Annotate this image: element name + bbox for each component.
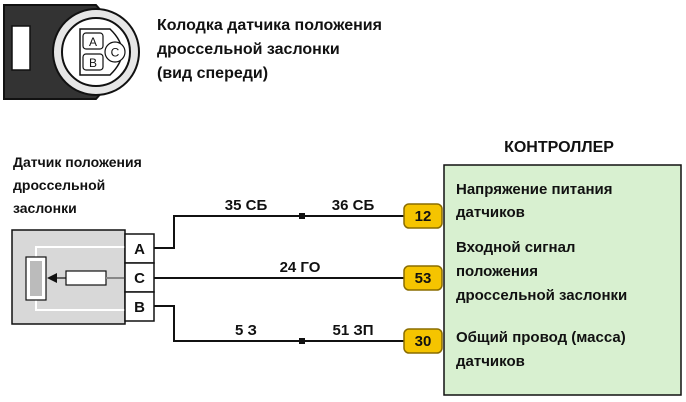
sensor-pin-a-label: A (134, 241, 145, 258)
sensor-title-line-3: заслонки (13, 200, 77, 216)
controller-entry-supply-line-2: датчиков (456, 204, 525, 221)
connector-pin-c (104, 41, 126, 63)
connector-pin-a (82, 32, 104, 50)
wire-a-junction (299, 213, 305, 219)
wire-b-label-left: 5 З (235, 322, 257, 339)
terminal-12: 12 (403, 203, 443, 229)
wire-a: 35 СБ 36 СБ (154, 197, 409, 249)
wiper-resistor (65, 270, 107, 286)
terminal-12-label: 12 (415, 208, 432, 225)
connector-caption-line-2: дроссельной заслонки (157, 41, 340, 58)
connector-caption-line-3: (вид спереди) (157, 65, 268, 82)
terminal-53-badge (403, 265, 443, 291)
sensor-title-line-1: Датчик положения (13, 154, 142, 170)
connector-pin-b (82, 53, 104, 71)
wiper-arrow-icon (47, 273, 57, 283)
connector-pin-a-label: A (89, 35, 97, 49)
controller-entry-supply-line-1: Напряжение питания (456, 181, 613, 198)
controller-title: КОНТРОЛЛЕР (504, 139, 614, 156)
controller-box (443, 164, 682, 396)
sensor-body: A C B (11, 229, 155, 325)
connector-latch (11, 25, 31, 71)
wire-b: 5 З 51 ЗП (154, 305, 409, 344)
connector-front-view: A B C (3, 4, 140, 100)
controller-entry-signal-line-2: положения (456, 263, 538, 280)
connector-caption-line-1: Колодка датчика положения (157, 17, 382, 34)
wire-a-label-left: 35 СБ (225, 197, 268, 214)
sensor-pin-b-label: B (134, 299, 145, 316)
controller-entry-signal: Входной сигнал положения дроссельной зас… (456, 239, 627, 304)
sensor-pin-c-label: C (134, 270, 145, 287)
sensor-title-line-2: дроссельной (13, 177, 105, 193)
wire-b-line (154, 305, 409, 342)
terminal-30-label: 30 (415, 333, 432, 350)
connector-pin-c-label: C (111, 46, 120, 60)
wire-b-label-right: 51 ЗП (332, 322, 373, 339)
controller-entry-ground-line-2: датчиков (456, 353, 525, 370)
connector-pin-b-label: B (89, 56, 97, 70)
wire-a-line (154, 215, 409, 249)
controller-entry-ground: Общий провод (масса) датчиков (456, 329, 626, 370)
terminal-30-badge (403, 328, 443, 354)
wire-a-label-right: 36 СБ (332, 197, 375, 214)
terminal-53-label: 53 (415, 270, 432, 287)
controller-entry-signal-line-1: Входной сигнал (456, 239, 575, 256)
terminal-30: 30 (403, 328, 443, 354)
wire-b-junction (299, 338, 305, 344)
sensor-pin-a (124, 233, 155, 264)
controller-entry-signal-line-3: дроссельной заслонки (456, 287, 627, 304)
controller-entry-supply: Напряжение питания датчиков (456, 181, 613, 221)
sensor-title: Датчик положения дроссельной заслонки (13, 154, 142, 216)
controller-entry-ground-line-1: Общий провод (масса) (456, 329, 626, 346)
wire-c-label: 24 ГО (280, 259, 321, 276)
terminal-12-badge (403, 203, 443, 229)
potentiometer-track (30, 261, 42, 296)
terminal-53: 53 (403, 265, 443, 291)
connector-caption: Колодка датчика положения дроссельной за… (157, 17, 382, 82)
wire-c: 24 ГО (154, 259, 409, 279)
